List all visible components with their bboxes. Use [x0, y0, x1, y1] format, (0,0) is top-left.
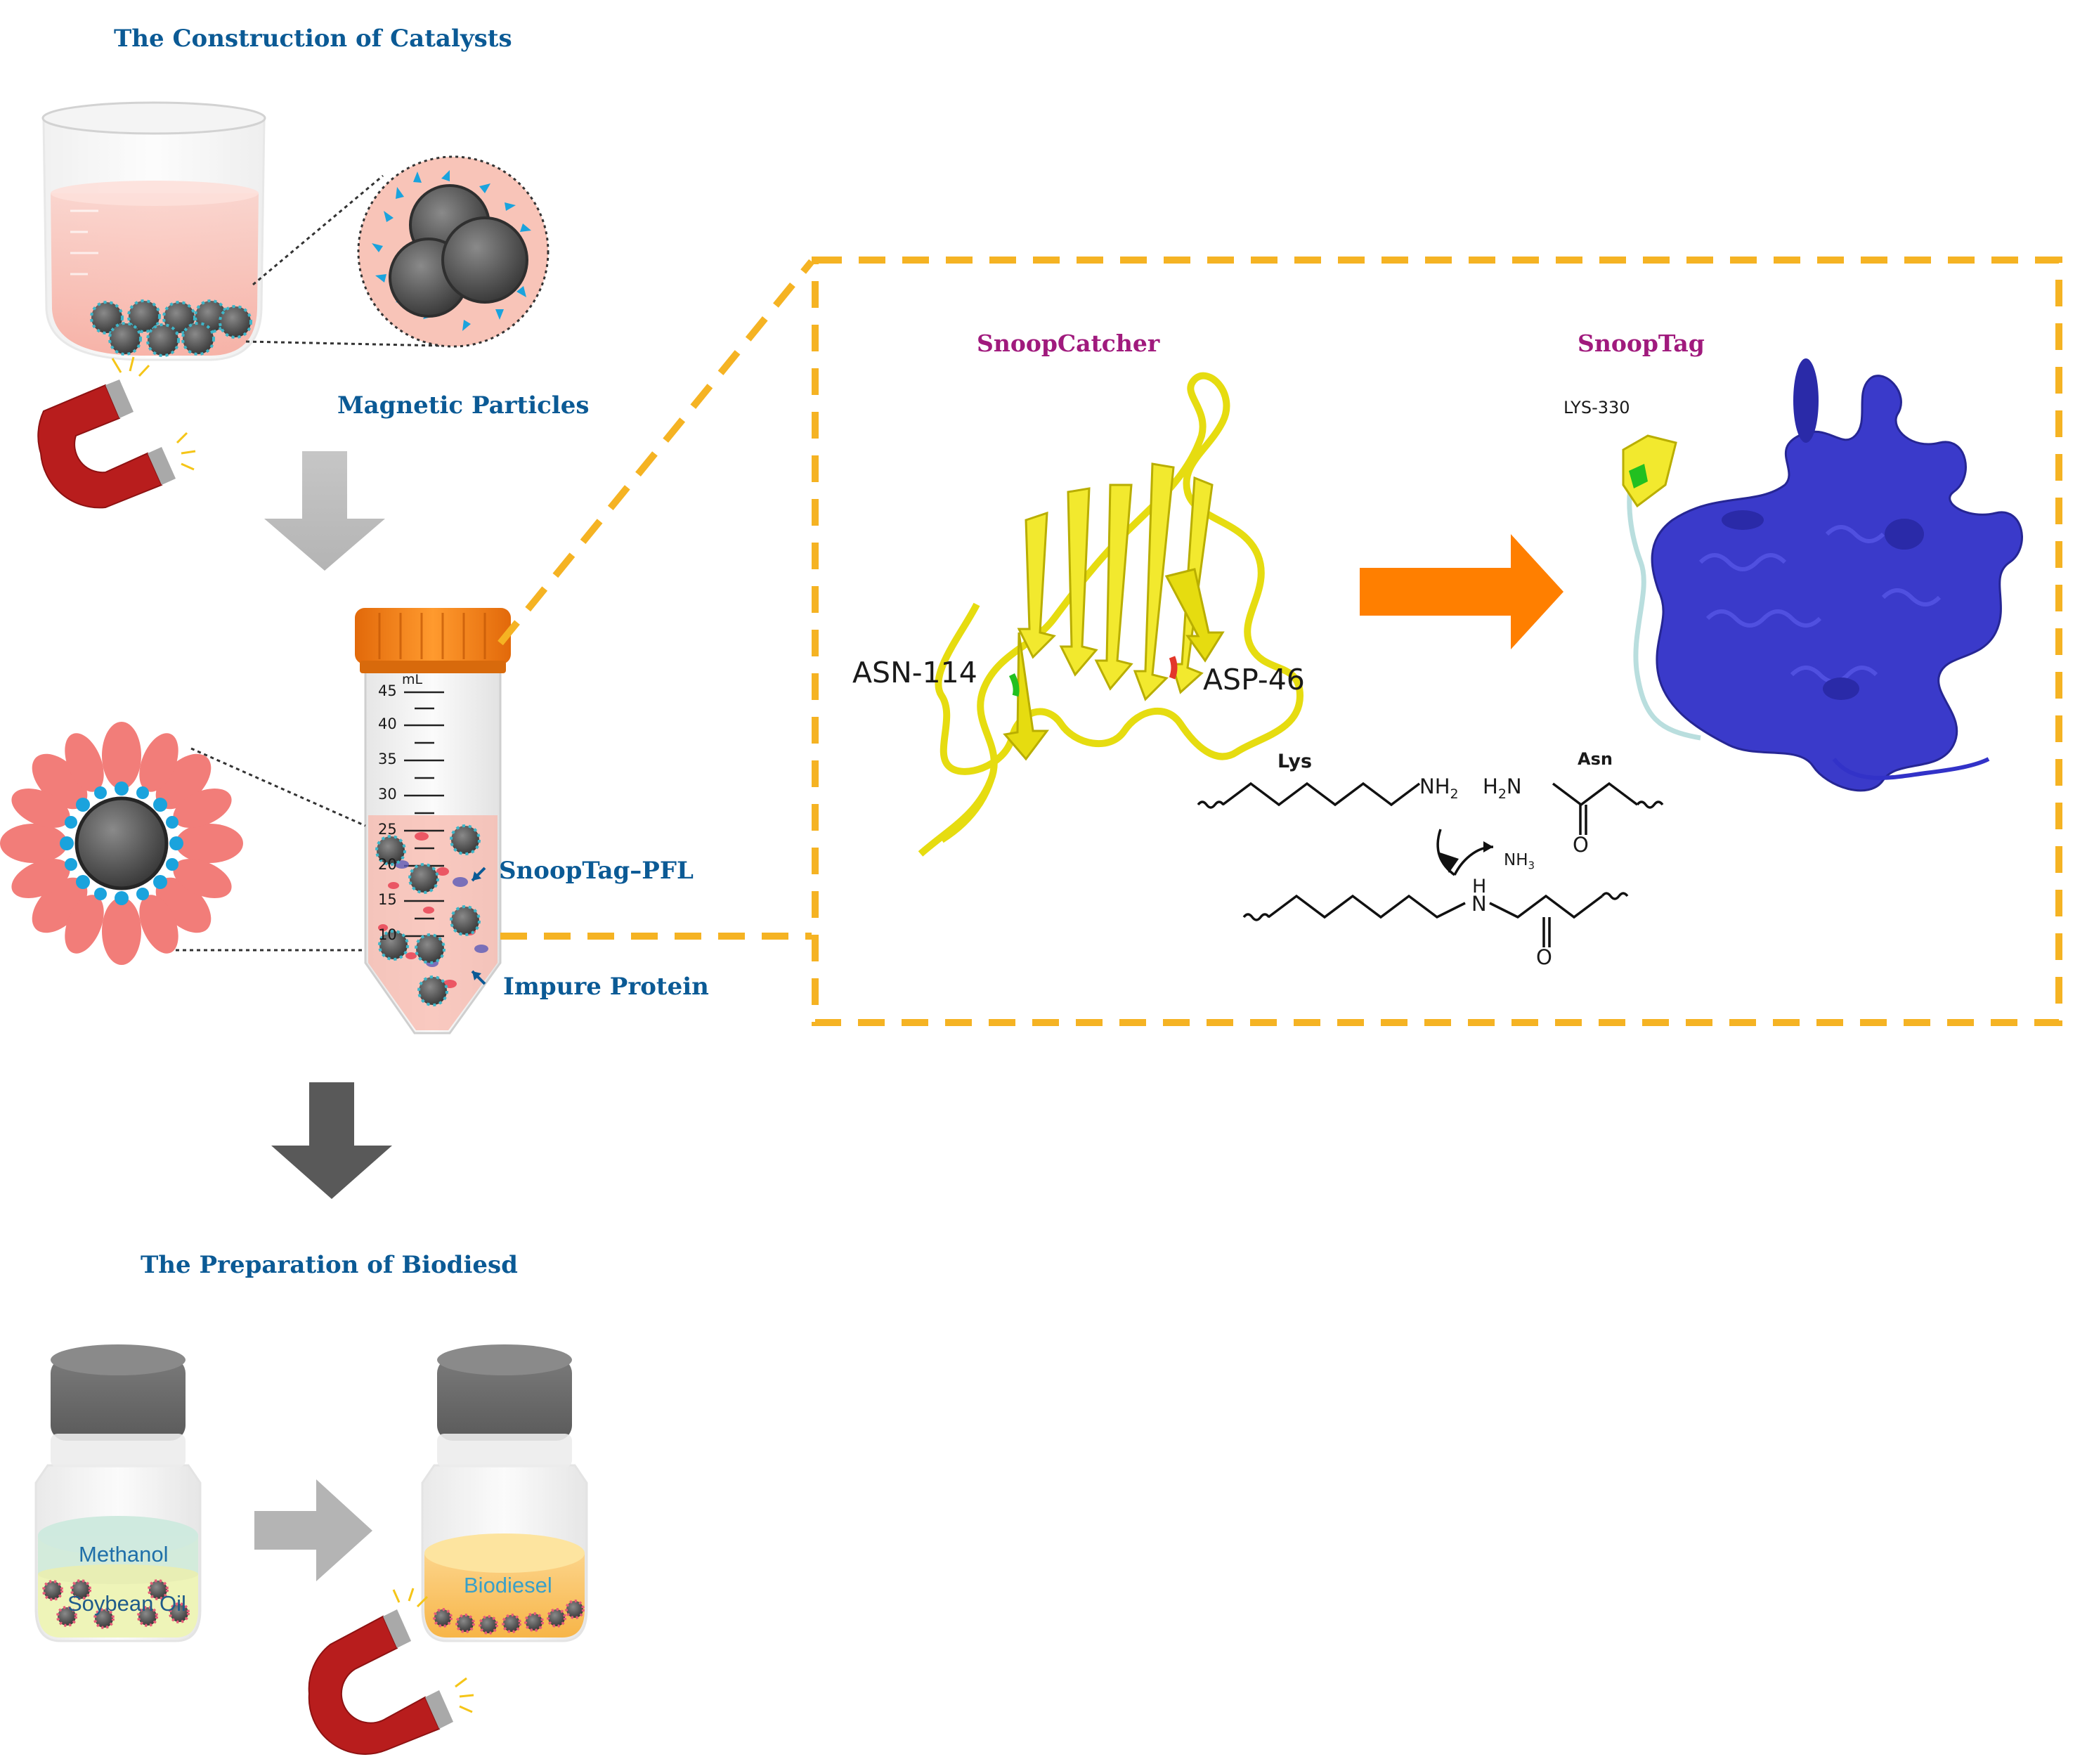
- snooptag-structure: [1622, 358, 2023, 792]
- tube-mark-20: 20: [378, 856, 397, 873]
- magnetic-particles-label: Magnetic Particles: [337, 391, 590, 420]
- amide-n: N: [1471, 892, 1487, 916]
- arrow-down-1: [264, 451, 385, 571]
- tube-mark-25: 25: [378, 821, 397, 838]
- magnet-bottom: [308, 1588, 474, 1755]
- tube-unit-label: mL: [402, 672, 423, 687]
- snooptag-label: SnoopTag: [1578, 330, 1705, 357]
- carbonyl-o-bottom: O: [1536, 945, 1552, 969]
- beaker-particles: [90, 299, 252, 357]
- snooptag-pfl-label: SnoopTag–PFL: [499, 857, 694, 885]
- tube-mark-35: 35: [378, 751, 397, 767]
- asn-label: Asn: [1578, 749, 1613, 769]
- magnet-top: [37, 356, 196, 509]
- soybean-oil-label: Soybean Oil: [67, 1591, 186, 1616]
- tube-connectors: [176, 259, 814, 952]
- centrifuge-tube: [355, 608, 511, 1035]
- snoopcatcher-structure: [918, 372, 1304, 857]
- amide-h: H: [1472, 876, 1487, 897]
- nh2-group: NH2: [1419, 774, 1459, 802]
- beaker: [41, 101, 443, 361]
- carbonyl-o-top: O: [1573, 833, 1589, 857]
- tube-mark-40: 40: [378, 715, 397, 732]
- isopeptide-reaction: [1197, 782, 1664, 947]
- lys-330-label: LYS-330: [1563, 398, 1630, 417]
- preparation-title: The Preparation of Biodiesd: [141, 1251, 518, 1279]
- asp-46-label: ASP-46: [1203, 663, 1305, 696]
- enzyme-particle-flower: [0, 722, 243, 965]
- nh3-byproduct: NH3: [1504, 851, 1535, 872]
- arrow-right: [254, 1479, 372, 1581]
- tube-mark-10: 10: [378, 926, 397, 943]
- arrow-down-2: [271, 1082, 392, 1199]
- tube-mark-45: 45: [378, 682, 397, 699]
- snoopcatcher-label: SnoopCatcher: [977, 330, 1160, 357]
- particle-zoom-circle: [357, 155, 550, 348]
- bottle-methanol: [34, 1344, 202, 1642]
- biodiesel-label: Biodiesel: [464, 1573, 552, 1597]
- reaction-arrow: [1360, 534, 1563, 649]
- tube-mark-15: 15: [378, 891, 397, 908]
- tube-mark-30: 30: [378, 786, 397, 803]
- snoop-reaction-box: [812, 257, 2062, 1026]
- impure-protein-label: Impure Protein: [503, 973, 709, 1001]
- methanol-label: Methanol: [79, 1542, 169, 1567]
- construction-title: The Construction of Catalysts: [114, 25, 512, 53]
- h2n-group: H2N: [1483, 774, 1522, 802]
- bottle-biodiesel: [421, 1344, 588, 1642]
- asn-114-label: ASN-114: [852, 656, 977, 689]
- lys-label: Lys: [1277, 751, 1313, 772]
- tube-contents: [375, 824, 488, 1006]
